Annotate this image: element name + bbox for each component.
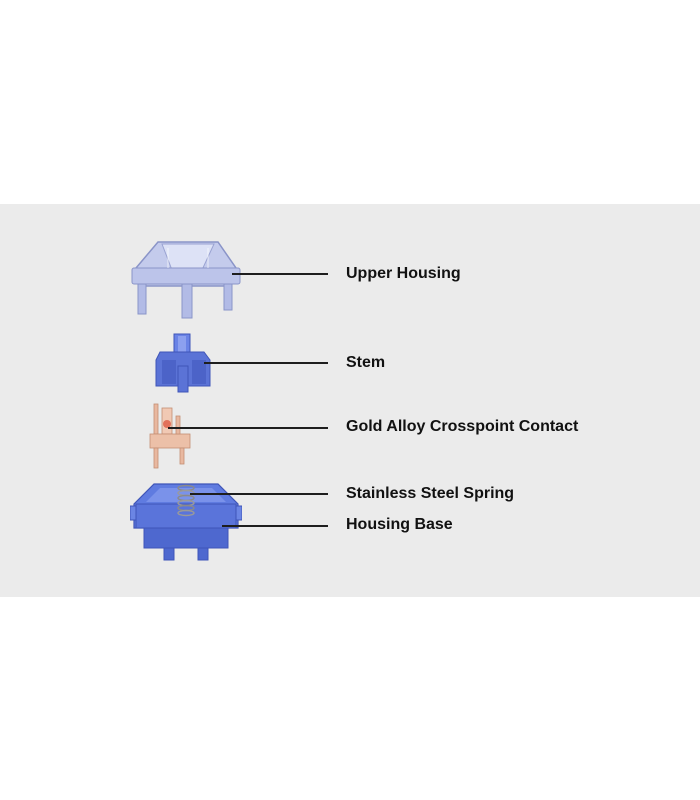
housing-base-illustration: [130, 483, 242, 561]
housing-base-label: Housing Base: [346, 516, 453, 533]
diagram-panel: Upper Housing Stem Gold Alloy Crosspoint…: [0, 204, 700, 597]
spring-label: Stainless Steel Spring: [346, 485, 515, 502]
stem-label: Stem: [346, 354, 386, 371]
upper-housing-illustration: [131, 241, 241, 319]
stem-illustration: [155, 333, 211, 393]
spring-leader: [190, 493, 328, 495]
contact-label: Gold Alloy Crosspoint Contact: [346, 418, 579, 435]
upper-housing-label: Upper Housing: [346, 265, 461, 282]
contact-leader: [168, 427, 328, 429]
upper-housing-leader: [232, 273, 328, 275]
contact-illustration: [149, 403, 191, 469]
housing-base-leader: [222, 525, 328, 527]
spring-coil: [177, 484, 195, 517]
stem-leader: [204, 362, 328, 364]
